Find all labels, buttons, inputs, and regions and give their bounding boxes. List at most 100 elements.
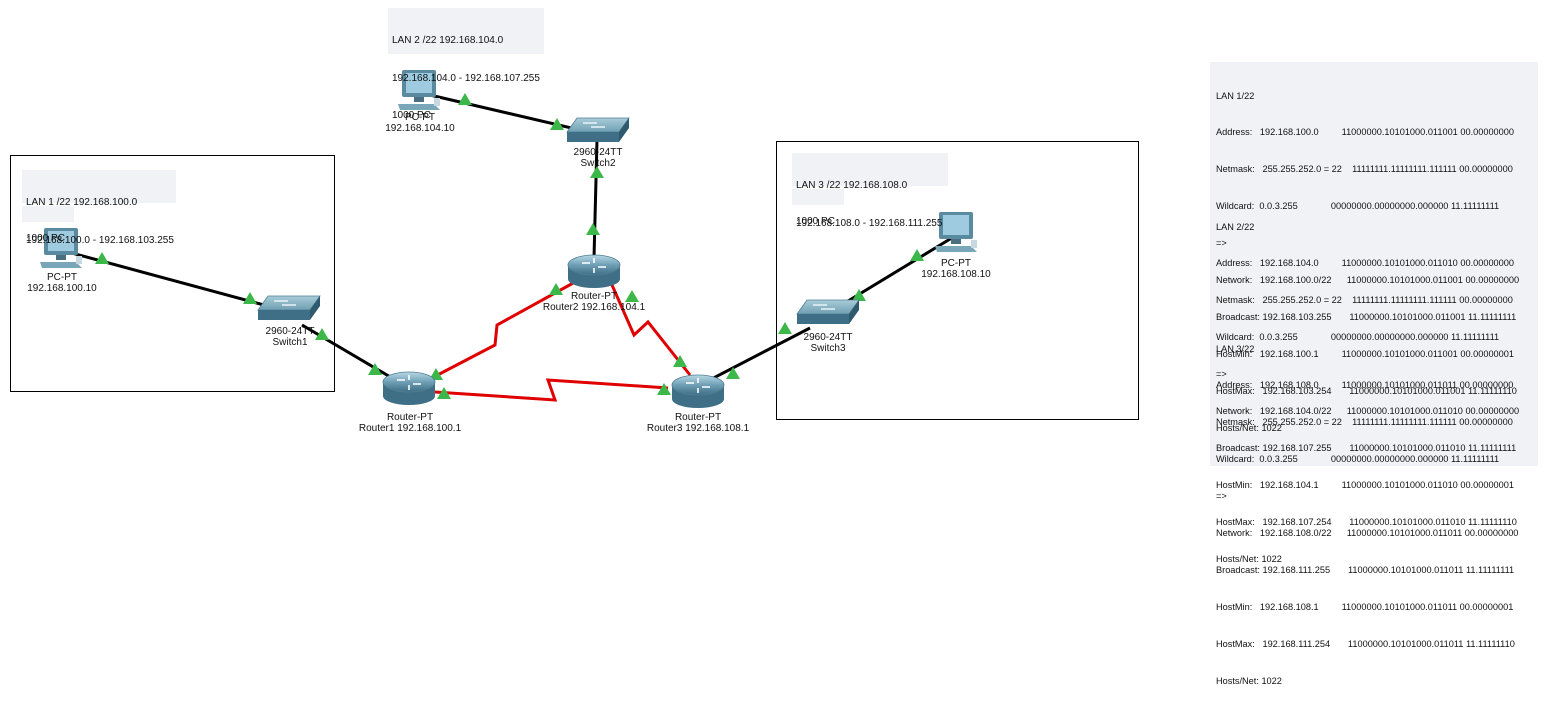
subnet-calc-line: HostMax: 192.168.103.254 11000000.101010… <box>1216 385 1517 396</box>
subnet-calc-line: Wildcard: 0.0.3.255 00000000.00000000.00… <box>1216 332 1500 343</box>
pc3-ip: 192.168.108.10 <box>921 269 991 280</box>
subnet-calc-line: Address: 192.168.108.0 11000000.10101000… <box>1216 380 1514 391</box>
subnet-calc-line: Address: 192.168.100.0 11000000.10101000… <box>1216 127 1514 138</box>
switch3-model: 2960-24TT <box>803 332 853 343</box>
pc-icon[interactable] <box>935 212 977 252</box>
serial-router1-router3 <box>434 378 669 402</box>
indicator-router2-a <box>586 223 600 235</box>
router1-label: Router-PT Router1 192.168.100.1 <box>340 412 480 434</box>
router3-label: Router-PT Router3 192.168.108.1 <box>628 412 768 434</box>
indicator-router3-b <box>657 383 671 395</box>
switch-icon[interactable] <box>566 117 630 142</box>
subnet-calc-line: HostMax: 192.168.111.254 11000000.101010… <box>1216 638 1515 649</box>
indicator-router1-a <box>368 363 382 375</box>
switch1-label: 2960-24TT Switch1 <box>250 326 330 348</box>
serial-router1-router2 <box>427 280 576 382</box>
indicator-switch3-b <box>852 289 866 301</box>
indicator-router3-c <box>726 367 740 379</box>
subnet-calc-title: LAN 2/22 <box>1216 221 1255 232</box>
subnet-calc-title: LAN 1/22 <box>1216 90 1255 101</box>
switch-icon[interactable] <box>796 299 860 324</box>
lan3-pcs-note: 1000 PC <box>792 189 844 227</box>
lan2-title: LAN 2 /22 192.168.104.0 <box>392 35 504 46</box>
router-icon[interactable] <box>671 374 725 408</box>
subnet-calc-line: Netmask: 255.255.252.0 = 22 11111111.111… <box>1216 164 1513 175</box>
router-icon[interactable] <box>382 371 436 405</box>
subnet-calc-line: Hosts/Net: 1022 <box>1216 422 1282 433</box>
router2-label: Router-PT Router2 192.168.104.1 <box>524 291 664 313</box>
router3-name: Router3 192.168.108.1 <box>646 423 750 434</box>
router1-name: Router1 192.168.100.1 <box>358 423 462 434</box>
subnet-calc-line: Network: 192.168.108.0/22 11000000.10101… <box>1216 528 1519 539</box>
subnet-calc-line: Broadcast: 192.168.103.255 11000000.1010… <box>1216 311 1517 322</box>
indicator-switch3-a <box>778 322 792 334</box>
indicator-switch2-b <box>590 166 604 178</box>
indicator-pc1 <box>95 252 109 264</box>
subnet-calc-line: Hosts/Net: 1022 <box>1216 675 1282 686</box>
switch3-label: 2960-24TT Switch3 <box>788 332 868 354</box>
pc3-type: PC-PT <box>941 258 971 269</box>
switch2-model: 2960-24TT <box>573 147 623 158</box>
link-switch2-router2 <box>592 139 599 259</box>
subnet-calc-line: Netmask: 255.255.252.0 = 22 11111111.111… <box>1216 295 1513 306</box>
subnet-calc-line: Network: 192.168.104.0/22 11000000.10101… <box>1216 406 1520 417</box>
router2-name: Router2 192.168.104.1 <box>542 302 646 313</box>
link-switch3-router3 <box>699 326 811 387</box>
serial-router2-router3 <box>610 284 692 376</box>
pc1-label: PC-PT 192.168.100.10 <box>12 272 112 294</box>
indicator-switch1-b <box>315 328 329 340</box>
subnet-calc-line: Broadcast: 192.168.111.255 11000000.1010… <box>1216 564 1515 575</box>
subnet-calc-line: => <box>1216 369 1227 380</box>
lan1-pcs-note: 1000 PC <box>22 206 74 244</box>
lan2-pcs: 1000 PC <box>392 110 431 121</box>
router1-type: Router-PT <box>386 412 434 423</box>
switch-icon[interactable] <box>257 295 321 320</box>
pc2-type: PC-PT <box>405 112 435 123</box>
pc-icon[interactable] <box>398 70 440 110</box>
switch2-label: 2960-24TT Switch2 <box>558 147 638 169</box>
lan3-pcs: 1000 PC <box>796 216 835 227</box>
subnet-calc-line: => <box>1216 491 1227 502</box>
lan1-area <box>10 155 335 392</box>
indicator-switch2-a <box>550 118 564 130</box>
lan1-range: 192.168.100.0 - 192.168.103.255 <box>26 234 174 246</box>
subnet-calc-title: LAN 3/22 <box>1216 343 1255 354</box>
subnet-calc-line: Wildcard: 0.0.3.255 00000000.00000000.00… <box>1216 454 1500 465</box>
indicator-pc2 <box>458 93 472 105</box>
pc1-type: PC-PT <box>47 272 77 283</box>
subnet-calc-line: Broadcast: 192.168.107.255 11000000.1010… <box>1216 442 1517 453</box>
subnet-calc-line: HostMin: 192.168.108.1 11000000.10101000… <box>1216 601 1514 612</box>
indicator-switch1-a <box>243 292 257 304</box>
switch2-name: Switch2 <box>580 158 616 169</box>
link-indicators <box>95 93 924 399</box>
lan3-note: LAN 3 /22 192.168.108.0 192.168.108.0 - … <box>792 153 948 229</box>
link-pc3-switch3 <box>829 234 956 314</box>
pc2-label: PC-PT 192.168.104.10 <box>370 112 470 134</box>
subnet-calc-lan3: LAN 3/22 Address: 192.168.108.0 11000000… <box>1216 318 1518 712</box>
subnet-calc-panel: LAN 1/22 Address: 192.168.100.0 11000000… <box>1210 62 1538 686</box>
pc-icon[interactable] <box>40 228 82 268</box>
indicator-router1-b <box>429 368 443 380</box>
switch3-name: Switch3 <box>810 343 846 354</box>
lan3-title: LAN 3 /22 192.168.108.0 <box>796 180 908 191</box>
lan3-range: 192.168.108.0 - 192.168.111.255 <box>796 217 943 229</box>
lan2-range: 192.168.104.0 - 192.168.107.255 <box>392 72 540 84</box>
pc3-label: PC-PT 192.168.108.10 <box>906 258 1006 280</box>
lan3-area <box>776 141 1139 420</box>
switch1-name: Switch1 <box>272 337 308 348</box>
lan1-note: LAN 1 /22 192.168.100.0 192.168.100.0 - … <box>22 170 176 246</box>
lan1-pcs: 1000 PC <box>26 233 65 244</box>
subnet-calc-line: Wildcard: 0.0.3.255 00000000.00000000.00… <box>1216 201 1500 212</box>
pc2-ip: 192.168.104.10 <box>385 123 455 134</box>
indicator-pc3 <box>910 249 924 261</box>
indicator-router2-b <box>549 283 563 295</box>
subnet-calc-line: Network: 192.168.100.0/22 11000000.10101… <box>1216 275 1520 286</box>
network-canvas <box>40 70 977 408</box>
subnet-calc-lan1: LAN 1/22 Address: 192.168.100.0 11000000… <box>1216 65 1519 459</box>
router2-type: Router-PT <box>570 291 618 302</box>
indicator-router2-c <box>625 290 639 302</box>
router-icon[interactable] <box>567 254 621 288</box>
router3-type: Router-PT <box>674 412 722 423</box>
subnet-calc-line: Netmask: 255.255.252.0 = 22 11111111.111… <box>1216 417 1513 428</box>
lan1-title: LAN 1 /22 192.168.100.0 <box>26 197 138 208</box>
